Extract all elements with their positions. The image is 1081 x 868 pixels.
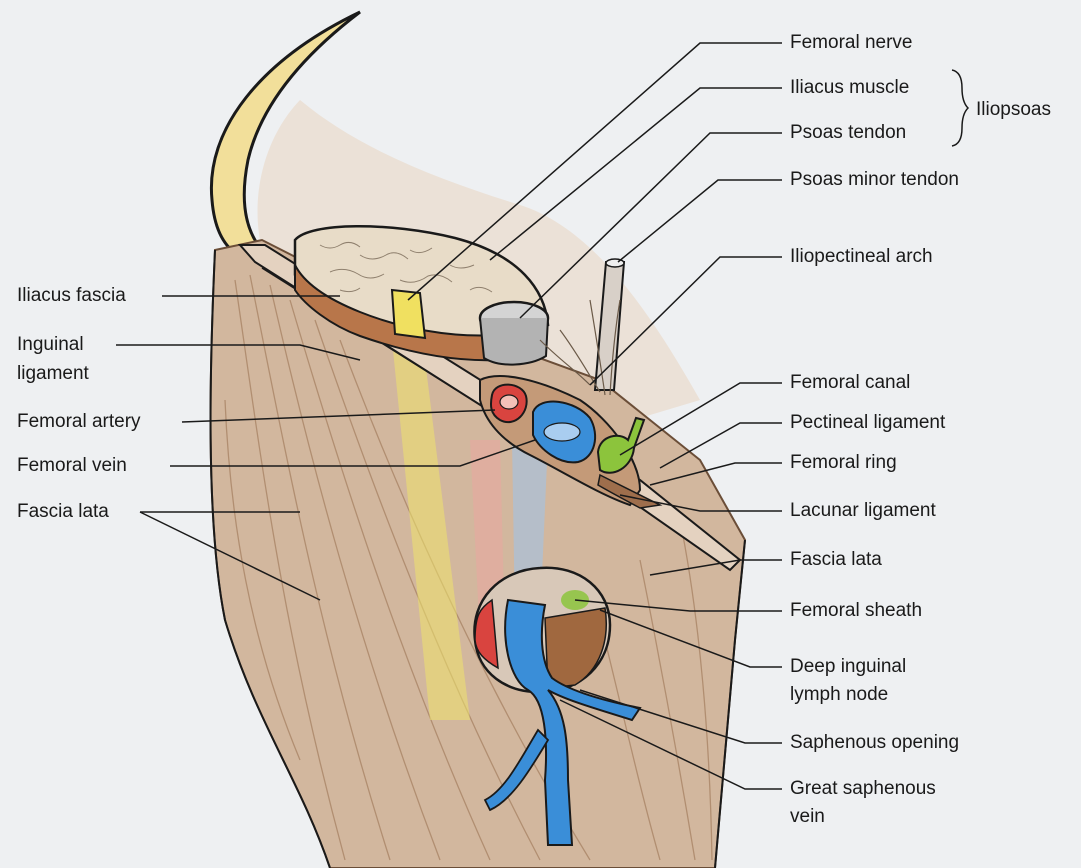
label-psoas-minor-tendon: Psoas minor tendon xyxy=(790,168,959,192)
label-deep-inguinal-line2: lymph node xyxy=(790,683,888,707)
label-inguinal-ligament-line2: ligament xyxy=(17,362,89,386)
label-iliopsoas: Iliopsoas xyxy=(976,98,1051,122)
label-fascia-lata-left: Fascia lata xyxy=(17,500,109,524)
label-femoral-artery: Femoral artery xyxy=(17,410,141,434)
femoral-nerve-shape xyxy=(392,290,425,338)
label-great-saphenous-line1: Great saphenous xyxy=(790,777,936,801)
label-femoral-vein: Femoral vein xyxy=(17,454,127,478)
label-iliopectineal-arch: Iliopectineal arch xyxy=(790,245,933,269)
label-iliacus-muscle: Iliacus muscle xyxy=(790,76,909,100)
label-femoral-sheath: Femoral sheath xyxy=(790,599,922,623)
label-deep-inguinal-line1: Deep inguinal xyxy=(790,655,906,679)
label-fascia-lata-right: Fascia lata xyxy=(790,548,882,572)
label-lacunar-ligament: Lacunar ligament xyxy=(790,499,936,523)
femoral-vein-lumen xyxy=(544,423,580,441)
label-saphenous-opening: Saphenous opening xyxy=(790,731,959,755)
label-great-saphenous-line2: vein xyxy=(790,805,825,829)
label-femoral-ring: Femoral ring xyxy=(790,451,897,475)
femoral-artery-lumen xyxy=(500,395,518,409)
label-pectineal-ligament: Pectineal ligament xyxy=(790,411,945,435)
label-femoral-canal: Femoral canal xyxy=(790,371,910,395)
label-femoral-nerve: Femoral nerve xyxy=(790,31,913,55)
label-iliacus-fascia: Iliacus fascia xyxy=(17,284,126,308)
label-psoas-tendon: Psoas tendon xyxy=(790,121,906,145)
label-inguinal-ligament-line1: Inguinal xyxy=(17,333,84,357)
psoas-tendon-body xyxy=(480,318,548,365)
